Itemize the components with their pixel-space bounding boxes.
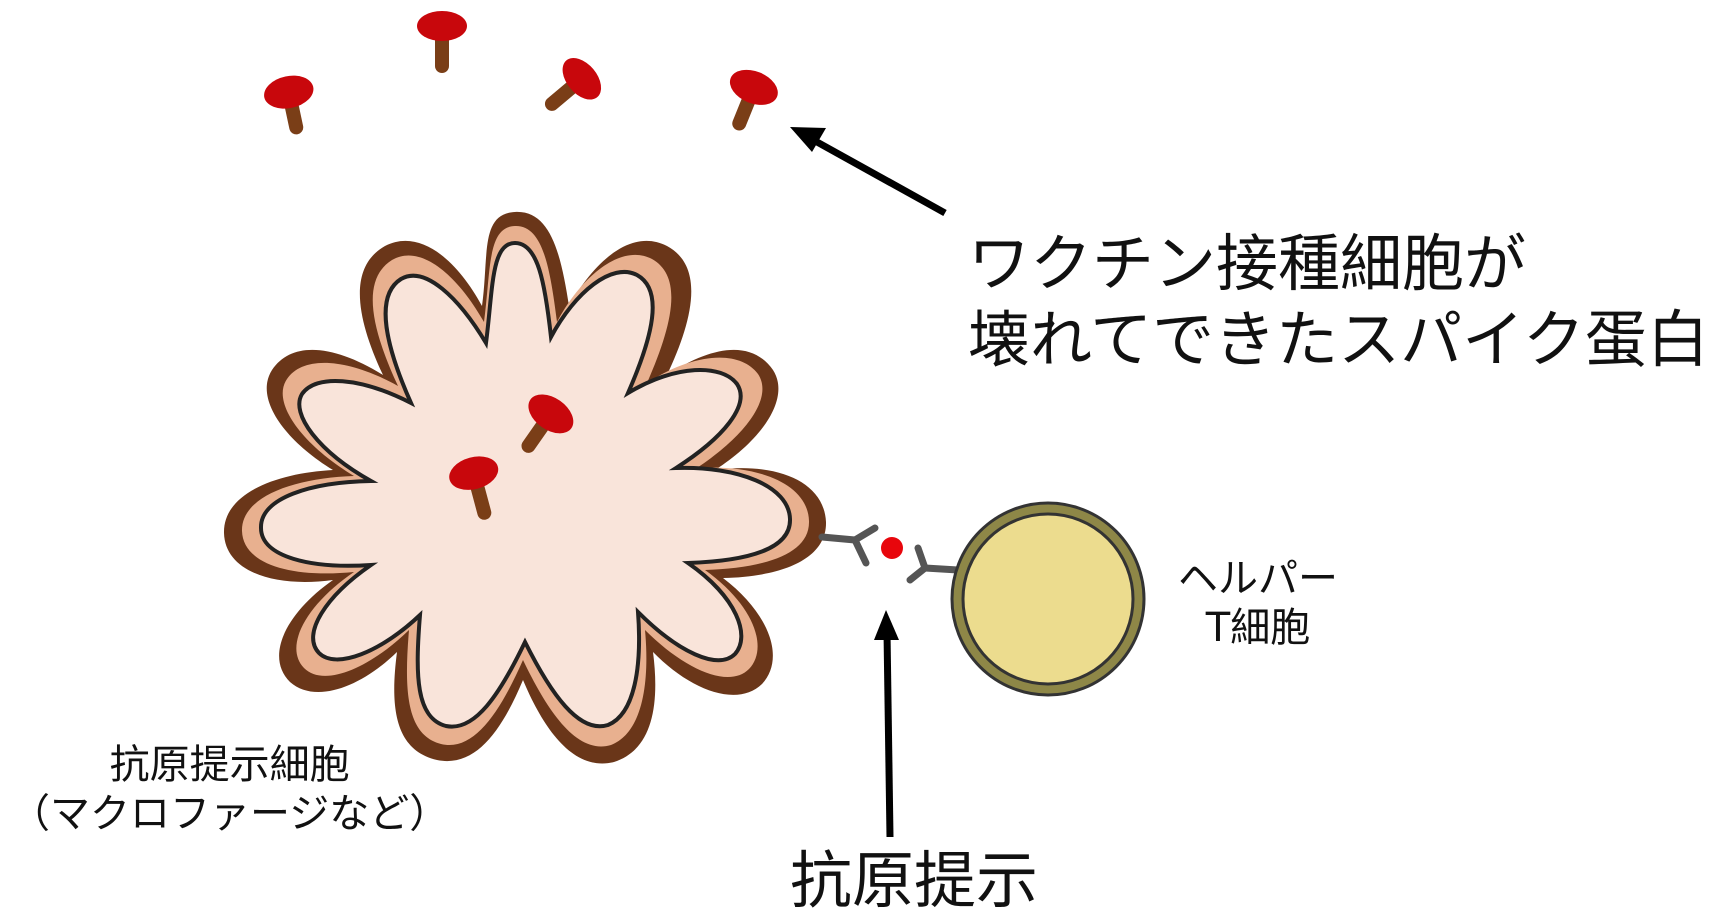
spike-protein-label: ワクチン接種細胞が 壊れてできたスパイク蛋白 <box>968 226 1709 377</box>
internalized-spike-icon <box>449 456 499 520</box>
mhc-receptor-icon <box>818 524 879 567</box>
spike-protein-icon <box>417 11 467 73</box>
antigen-presenting-cell-label: 抗原提示細胞 （マクロファージなど） <box>10 741 449 839</box>
antigen-presenting-cell <box>223 211 827 764</box>
spike-protein-icon <box>544 58 602 111</box>
antigen-presentation-label: 抗原提示 <box>790 844 1039 917</box>
tcell-label-line1: ヘルパー <box>1178 556 1338 602</box>
tcell-receptor-icon <box>906 544 962 584</box>
internalized-spike-icon <box>521 394 574 453</box>
apc-label-line1: 抗原提示細胞 <box>109 742 350 788</box>
spike-protein-icon <box>264 75 314 135</box>
spike-arrow <box>790 127 947 217</box>
apc-label-line2: （マクロファージなど） <box>10 790 450 837</box>
antigen-dot <box>881 537 903 559</box>
helper-t-cell <box>950 501 1146 697</box>
spike-label-line2: 壊れてできたスパイク蛋白 <box>968 302 1709 376</box>
spike-protein-icon <box>729 69 778 131</box>
apc-cytoplasm <box>258 240 793 729</box>
helper-t-cell-label: ヘルパー T細胞 <box>1178 555 1338 653</box>
spike-label-line1: ワクチン接種細胞が <box>968 227 1527 300</box>
free-spike-proteins <box>264 11 778 135</box>
presentation-arrow <box>874 610 899 838</box>
antigen-presentation-complex <box>818 524 962 584</box>
tcell-label-line2: T細胞 <box>1205 604 1311 651</box>
